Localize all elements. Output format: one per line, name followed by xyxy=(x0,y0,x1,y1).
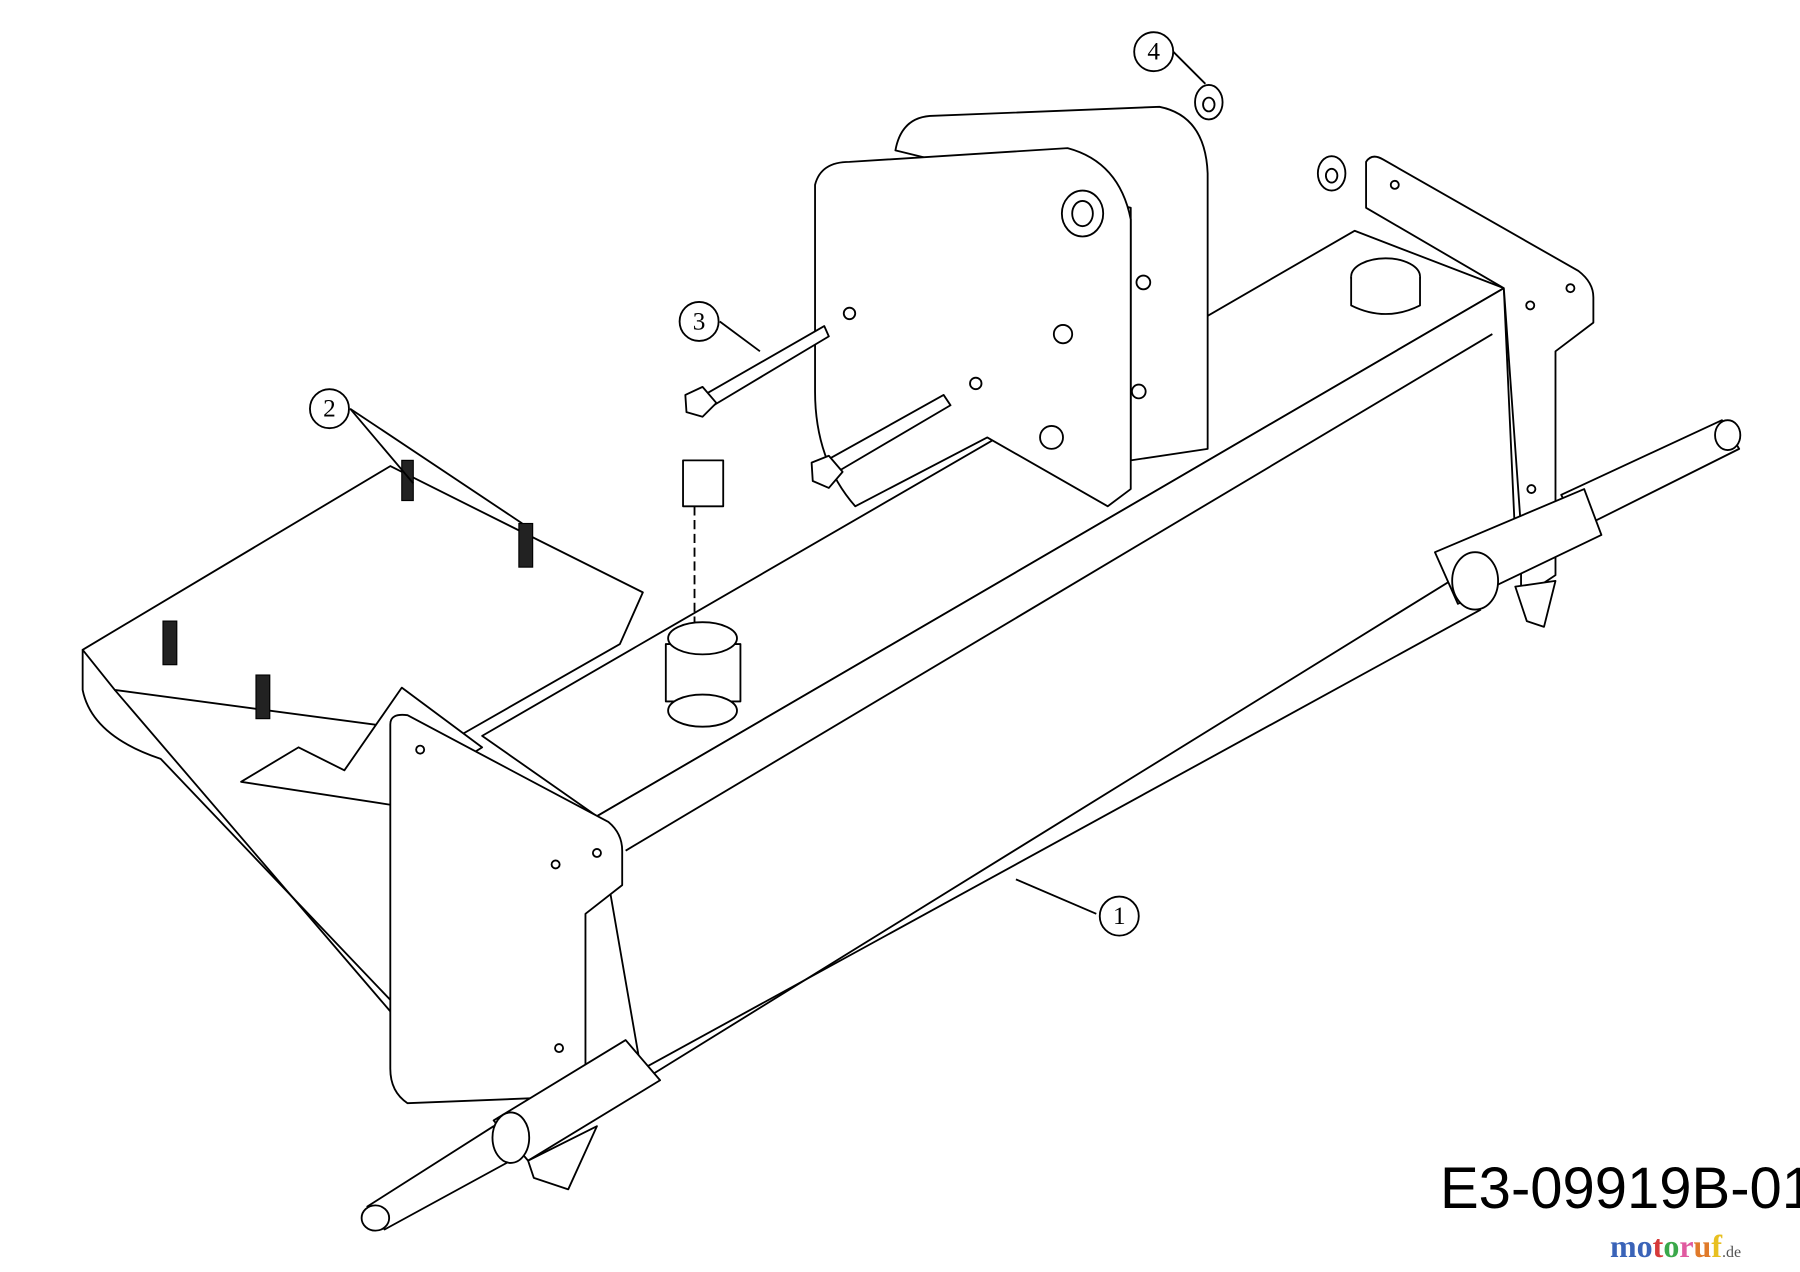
callout-number: 4 xyxy=(1147,38,1160,66)
watermark-logo: motoruf.de xyxy=(1610,1228,1742,1264)
callout-2: 2 xyxy=(309,388,523,525)
callout-number: 1 xyxy=(1113,902,1126,930)
left-axle-spindle xyxy=(360,1039,661,1232)
grease-fitting-and-bushing xyxy=(664,257,1421,728)
right-axle-spindle xyxy=(1434,419,1742,628)
pivot-bracket xyxy=(814,105,1209,508)
callout-3: 3 xyxy=(678,301,761,353)
callout-number: 3 xyxy=(693,307,706,335)
flange-nuts xyxy=(1194,84,1347,192)
callout-4: 4 xyxy=(1133,31,1207,85)
studs xyxy=(162,459,534,720)
right-end-plate xyxy=(1365,155,1595,600)
drawing-code: E3-09919B-01 xyxy=(1440,1156,1800,1221)
left-end-plate xyxy=(389,713,624,1105)
pivot-bolt xyxy=(684,325,952,489)
callout-1: 1 xyxy=(1015,878,1140,937)
callout-number: 2 xyxy=(323,395,336,423)
